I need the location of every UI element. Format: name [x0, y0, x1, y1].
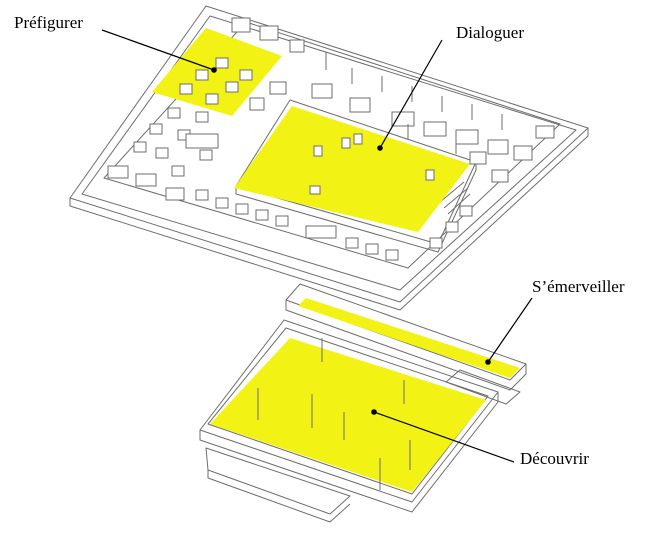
zone-decouvrir — [210, 338, 486, 492]
lower-inner-frame — [207, 327, 489, 495]
zone-dialoguer — [234, 106, 470, 232]
lower-right-box — [445, 369, 521, 405]
lower-main-frame — [199, 319, 499, 503]
label-dialoguer: Dialoguer — [456, 23, 524, 42]
lower-highlights — [210, 298, 520, 492]
upper-outer-wall — [69, 5, 589, 303]
lower-top-bar-base — [285, 300, 527, 391]
leader-prefigurer — [101, 29, 215, 71]
leader-dialoguer — [379, 39, 443, 149]
upper-highlights — [152, 28, 470, 232]
upper-poles — [325, 52, 503, 154]
label-decouvrir: Découvrir — [520, 449, 589, 468]
zone-emerveiller — [298, 298, 520, 378]
upper-outer-wall-inner — [81, 15, 577, 291]
leader-decouvrir — [373, 411, 515, 463]
lower-main-wall — [199, 392, 499, 513]
upper-outer-wall-base — [69, 128, 589, 311]
label-emerveiller: S’émerveiller — [532, 277, 625, 296]
leader-emerveiller — [487, 297, 533, 363]
lower-top-bar — [285, 283, 527, 381]
label-prefigurer: Préfigurer — [14, 13, 83, 32]
leader-lines — [101, 29, 533, 463]
lower-poles — [257, 338, 411, 490]
lower-front-step-base — [207, 470, 351, 523]
lower-front-step — [205, 447, 351, 515]
upper-courtyard-wall — [235, 162, 477, 253]
upper-blocks — [107, 17, 555, 261]
